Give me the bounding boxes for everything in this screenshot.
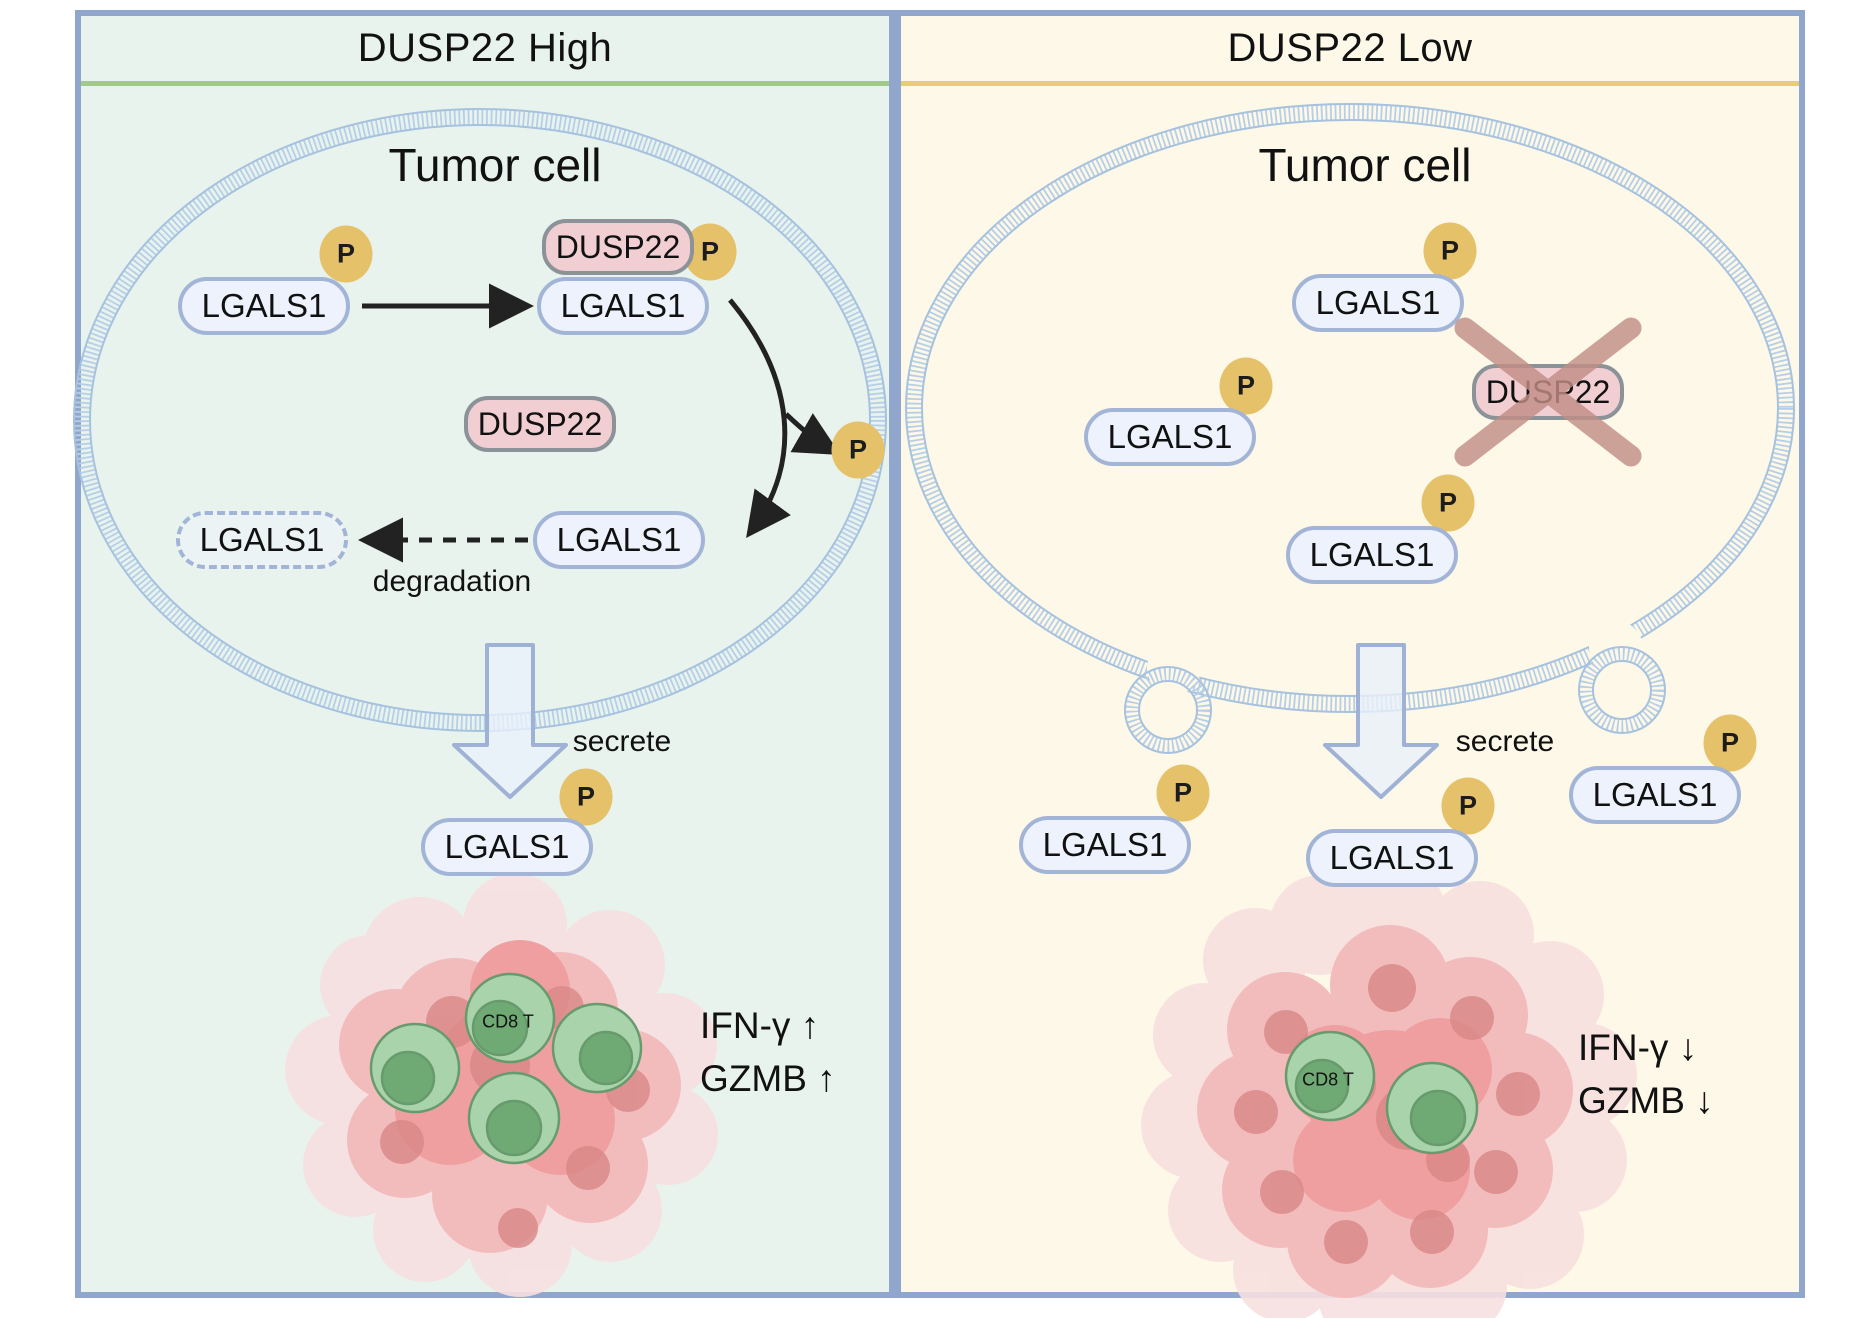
lgals1-pill-dusp22-bound: LGALS1 bbox=[537, 277, 709, 335]
lgals1-pill-dephosphorylated: LGALS1 bbox=[533, 511, 705, 569]
lgals1-pill-secreted-right-1: LGALS1 bbox=[1019, 816, 1191, 874]
lgals1-pill-right-3: LGALS1 bbox=[1286, 526, 1458, 584]
secrete-block-arrow-left bbox=[452, 643, 568, 799]
phosphate-badge: P bbox=[1156, 764, 1210, 822]
lgals1-pill-secreted-left: LGALS1 bbox=[421, 818, 593, 876]
gzmb-up: GZMB ↑ bbox=[700, 1057, 836, 1099]
tumor-spheroid-right bbox=[1141, 859, 1637, 1318]
cd8-t-cells-left bbox=[369, 972, 643, 1165]
tumor-cell-label-right: Tumor cell bbox=[1258, 139, 1472, 191]
phosphate-badge: P bbox=[1703, 714, 1757, 772]
cytokine-readout-right: IFN-γ ↓ GZMB ↓ bbox=[1578, 1022, 1714, 1127]
lgals1-pill-right-1: LGALS1 bbox=[1292, 274, 1464, 332]
lgals1-pill-secreted-right-2: LGALS1 bbox=[1306, 829, 1478, 887]
cd8-t-label-left: CD8 T bbox=[482, 1011, 534, 1032]
phosphate-badge: P bbox=[1219, 357, 1273, 415]
phosphate-badge: P bbox=[319, 225, 373, 283]
dephosphorylation-curve-arrow bbox=[728, 298, 791, 539]
membrane-bud-right bbox=[1578, 646, 1666, 734]
phosphate-badge-released: P bbox=[831, 421, 885, 479]
ifn-gamma-up: IFN-γ ↑ bbox=[700, 1005, 820, 1046]
panel-dusp22-high-header: DUSP22 High bbox=[81, 16, 889, 86]
dusp22-pill-free: DUSP22 bbox=[464, 396, 616, 452]
phosphate-badge: P bbox=[1423, 222, 1477, 280]
tumor-spheroid-left bbox=[285, 873, 718, 1297]
cd8-t-cells-right bbox=[1284, 1030, 1479, 1155]
lgals1-pill-secreted-right-3: LGALS1 bbox=[1569, 766, 1741, 824]
gzmb-down: GZMB ↓ bbox=[1578, 1079, 1714, 1121]
phosphate-release-arrow bbox=[784, 412, 841, 455]
lgals1-pill-phosphorylated: LGALS1 bbox=[178, 277, 350, 335]
tumor-cell-membrane-right bbox=[905, 103, 1795, 754]
tumor-cell-label-left: Tumor cell bbox=[388, 139, 602, 191]
dusp22-knockout-x-icon bbox=[1454, 317, 1642, 467]
ifn-gamma-down: IFN-γ ↓ bbox=[1578, 1027, 1698, 1068]
lgals1-pill-right-2: LGALS1 bbox=[1084, 408, 1256, 466]
phosphate-badge: P bbox=[1441, 777, 1495, 835]
panel-title-left: DUSP22 High bbox=[357, 26, 613, 70]
cytokine-readout-left: IFN-γ ↑ GZMB ↑ bbox=[700, 1000, 836, 1105]
phosphate-badge: P bbox=[683, 223, 737, 281]
phosphate-badge: P bbox=[559, 768, 613, 826]
dusp22-pill-bound: DUSP22 bbox=[542, 219, 694, 275]
phosphate-badge: P bbox=[1421, 474, 1475, 532]
cd8-t-label-right: CD8 T bbox=[1302, 1069, 1354, 1090]
degradation-label: degradation bbox=[372, 565, 532, 598]
tumor-cell-membrane-left bbox=[73, 108, 887, 732]
secrete-block-arrow-right bbox=[1323, 643, 1439, 799]
secrete-label-left: secrete bbox=[572, 725, 672, 758]
panel-dusp22-low-header: DUSP22 Low bbox=[901, 16, 1799, 86]
membrane-bud-left bbox=[1124, 666, 1212, 754]
lgals1-pill-degraded: LGALS1 bbox=[176, 511, 348, 569]
secrete-label-right: secrete bbox=[1455, 725, 1555, 758]
panel-title-right: DUSP22 Low bbox=[1227, 26, 1473, 70]
